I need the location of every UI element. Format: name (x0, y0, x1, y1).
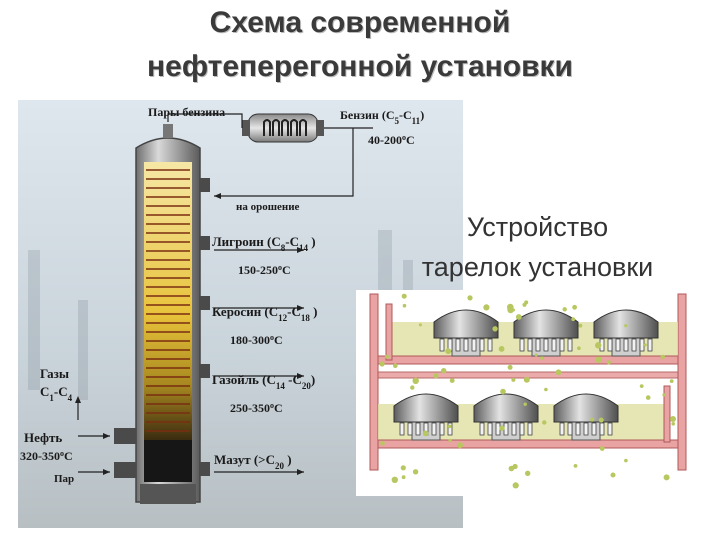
vapor-bubble (410, 385, 415, 390)
vapor-bubble (599, 446, 605, 451)
gases-label: Газы (40, 366, 69, 381)
vapor-bubble (595, 356, 602, 363)
vapor-bubble (577, 346, 581, 350)
vapor-bubble (671, 422, 675, 426)
vapor-bubble (522, 302, 527, 307)
vapor-bubble (515, 314, 522, 320)
vapor-bubble (433, 373, 439, 379)
vapor-bubble (508, 465, 515, 472)
vapor-bubble (449, 378, 455, 383)
vapor-bubble (639, 384, 644, 388)
bubble-cap (553, 393, 619, 441)
product-gasoline-label: Бензин (C5-C11) (340, 108, 424, 126)
vapor-bubble (645, 395, 651, 400)
vapor-bubble (400, 465, 406, 471)
vapor-bubble (669, 379, 674, 383)
vapor-bubble (534, 353, 538, 357)
bubble-cap-trays-diagram (356, 290, 700, 496)
vapor-bubble (380, 441, 385, 446)
vapor-bubble (573, 464, 578, 468)
steam-label: Пар (54, 473, 74, 485)
vapor-bubble (660, 354, 665, 360)
vapor-bubble (499, 425, 505, 431)
vapor-bubble (391, 476, 398, 483)
vapor-bubble (595, 342, 602, 349)
product-fuel-oil-label: Мазут (>C20 ) (214, 452, 292, 471)
vapor-bubble (606, 360, 611, 365)
product-ligroin-label: Лигроин (C8-C14 ) (212, 234, 316, 253)
vapor-bubble (670, 416, 676, 422)
vapor-bubble (507, 303, 514, 311)
vapor-bubble (571, 317, 576, 322)
coil-loop (281, 119, 289, 136)
vapor-bubble (523, 376, 530, 383)
coil-loop (290, 119, 298, 136)
vapor-bubble (590, 417, 595, 422)
vapor-bubble (467, 295, 473, 301)
bubble-cap (473, 393, 539, 441)
vapor-bubble (555, 369, 562, 376)
vapor-bubble (441, 368, 447, 374)
vapor-bubble (643, 343, 647, 347)
bubble-cap (433, 309, 499, 357)
product-ligroin-temp: 150-250oC (238, 263, 291, 278)
vapor-bubble (624, 458, 628, 463)
product-gasoline-temp: 40-200oC (368, 133, 415, 148)
vapor-bubble (500, 388, 506, 395)
product-kerosene-label: Керосин (C12-C18 ) (212, 304, 317, 323)
vapor-bubble (418, 323, 422, 327)
vapor-bubble (572, 304, 577, 310)
subtitle-line-2: тарелок установки (421, 252, 654, 282)
title-line-2: нефтеперегонной установки (147, 50, 573, 83)
bubble-cap (593, 309, 659, 357)
vapor-bubble (598, 417, 604, 423)
vapor-bubble (402, 303, 407, 308)
vapor-bubble (525, 470, 531, 476)
reflux-label: на орошение (236, 201, 300, 213)
product-gasoil-label: Газойль (C14 -C20) (212, 372, 315, 391)
title-line-1: Схема современной (209, 6, 511, 39)
vapor-bubble (512, 482, 519, 489)
vapor-bubble (610, 472, 616, 478)
vapor-bubble (379, 361, 385, 367)
vapor-bubble (511, 377, 516, 382)
vapor-bubble (457, 442, 463, 449)
coil-loop (272, 119, 280, 136)
vapor-bubble (412, 377, 419, 384)
vapor-bubble (448, 438, 452, 443)
vapor-bubble (412, 469, 419, 475)
vapor-bubble (507, 364, 513, 370)
vapor-bubble (385, 354, 390, 359)
vapor-bubble (542, 420, 547, 425)
vapor-bubble (662, 393, 666, 397)
vapor-bubble (447, 424, 452, 429)
vapor-label: Пары бензина (148, 105, 225, 119)
vapor-bubble (393, 363, 398, 369)
feed-label: Нефть (24, 430, 62, 445)
vapor-bubble (401, 293, 407, 299)
vapor-bubble (523, 402, 527, 406)
product-kerosene-temp: 180-300oC (230, 333, 283, 348)
vapor-bubble (445, 348, 452, 355)
bubble-cap (513, 309, 579, 357)
coil-loop (263, 119, 271, 136)
subtitle-line-1: Устройство (466, 212, 609, 242)
vapor-bubble (540, 356, 544, 360)
vapor-bubble (492, 326, 498, 332)
vapor-bubble (498, 346, 505, 352)
feed-temp: 320-350oC (20, 449, 73, 464)
vapor-bubble (401, 475, 406, 480)
vapor-bubble (483, 304, 490, 311)
vapor-bubble (578, 323, 583, 328)
vapor-bubble (663, 474, 670, 481)
vapor-bubble (544, 387, 548, 392)
product-gasoil-temp: 250-350oC (230, 401, 283, 416)
vapor-bubble (562, 307, 567, 312)
coil-loop (299, 119, 307, 136)
gases-formula: C1-C4 (40, 384, 73, 403)
vapor-bubble (422, 430, 429, 437)
vapor-bubble (624, 324, 628, 328)
